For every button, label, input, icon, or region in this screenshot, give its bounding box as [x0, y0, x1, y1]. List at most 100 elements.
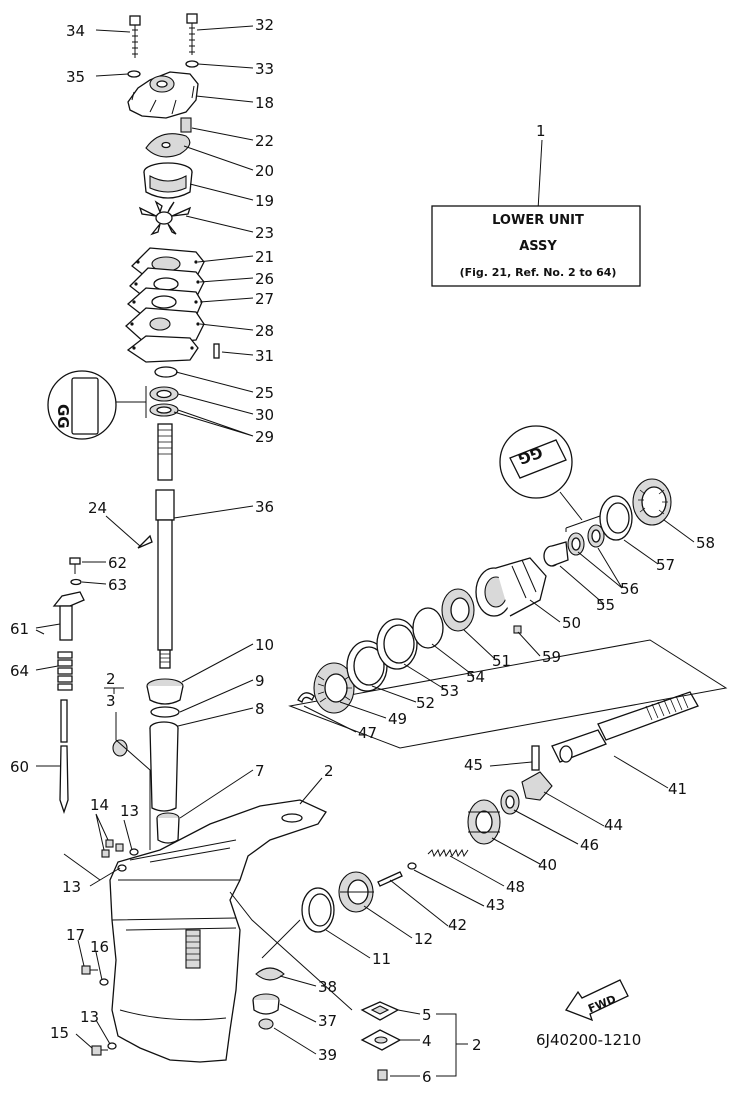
spring-48	[427, 848, 469, 858]
bushing-55	[543, 541, 569, 567]
washer-35	[127, 70, 141, 78]
key-59	[513, 625, 522, 634]
pin-45	[531, 745, 540, 771]
bearing-49	[313, 662, 355, 714]
bolt-32	[186, 13, 198, 55]
bearing-58	[632, 478, 672, 526]
part-label: 55	[596, 596, 615, 614]
part-label: 20	[255, 162, 274, 180]
part-label: 57	[656, 556, 675, 574]
cap-39	[258, 1018, 274, 1030]
washer-13-a	[129, 848, 139, 856]
part-label: 22	[255, 132, 274, 150]
shift-rod-bracket-61	[52, 591, 85, 641]
part-label: 59	[542, 648, 561, 666]
part-label: 54	[466, 668, 485, 686]
part-label: 62	[108, 554, 127, 572]
part-label: 64	[10, 662, 29, 680]
part-label: 34	[66, 22, 85, 40]
screw-17	[81, 965, 98, 975]
bearing-housing-10	[146, 678, 184, 705]
part-label: 60	[10, 758, 29, 776]
o-ring-25	[154, 366, 178, 378]
seals-29	[149, 403, 179, 417]
assembly-box: 1 LOWER UNIT ASSY (Fig. 21, Ref. No. 2 t…	[431, 122, 641, 287]
part-label: 32	[255, 16, 274, 34]
pin-22	[180, 117, 192, 133]
lower-case-2	[109, 799, 327, 1063]
drive-shaft-36	[155, 423, 175, 669]
part-label: 2	[324, 762, 334, 780]
washer-63	[70, 578, 82, 586]
inset-detail-right: GG	[499, 425, 583, 521]
sleeve-8	[149, 721, 179, 812]
part-label: 11	[372, 950, 391, 968]
forward-arrow: FWD	[565, 979, 629, 1022]
plate-5	[360, 1001, 400, 1021]
screw-15	[91, 1045, 108, 1056]
part-label: 5	[422, 1006, 432, 1024]
clip-38	[255, 967, 285, 981]
part-label: 13	[120, 802, 139, 820]
bushing-7	[156, 812, 180, 844]
inset-detail-left: GG	[47, 370, 147, 440]
assembly-callout: 1	[536, 122, 546, 140]
washer-46	[500, 789, 520, 815]
part-label: 48	[506, 878, 525, 896]
assembly-title-line1: LOWER UNIT	[492, 213, 584, 228]
part-label: 9	[255, 672, 265, 690]
part-label: 58	[696, 534, 715, 552]
part-label: 37	[318, 1012, 337, 1030]
part-label: 14	[90, 796, 109, 814]
part-label: 61	[10, 620, 29, 638]
part-label: 4	[422, 1032, 432, 1050]
part-label: 36	[255, 498, 274, 516]
part-label: 52	[416, 694, 435, 712]
gasket-16	[99, 978, 109, 986]
impeller-23	[138, 200, 192, 236]
gear-40	[467, 799, 501, 845]
drawing-code: 6J40200-1210	[536, 1031, 641, 1049]
bracket-56	[565, 515, 601, 532]
part-label: 30	[255, 406, 274, 424]
cross-pin-43	[407, 862, 417, 870]
circlip-47	[297, 692, 315, 703]
part-label: 47	[358, 724, 377, 742]
ring-57	[599, 495, 633, 541]
part-label: 40	[538, 856, 557, 874]
part-label: 25	[255, 384, 274, 402]
nut-37	[252, 993, 280, 1015]
sub-bracket-label: 2	[106, 670, 116, 688]
part-label: 42	[448, 916, 467, 934]
screw-6	[377, 1069, 388, 1081]
part-labels: 34 32 35 33 18 22 20 19 23 21 26 27 28 3…	[10, 16, 715, 1086]
pump-housing-18	[127, 71, 199, 119]
part-label: 29	[255, 428, 274, 446]
part-label: 6	[422, 1068, 432, 1086]
part-label: 31	[255, 347, 274, 365]
inset-mark-left: GG	[54, 404, 72, 429]
leader-lines	[35, 25, 695, 1077]
part-label: 24	[88, 499, 107, 517]
cap-50	[475, 557, 547, 617]
washer-13-b	[117, 864, 127, 872]
plug-3	[112, 739, 128, 757]
part-label: 18	[255, 94, 274, 112]
part-label: 44	[604, 816, 623, 834]
part-label: 49	[388, 710, 407, 728]
part-label: 28	[255, 322, 274, 340]
plate-4	[360, 1029, 402, 1051]
pin-42	[377, 871, 403, 887]
part-label: 12	[414, 930, 433, 948]
plate-20	[145, 133, 191, 158]
part-label: 8	[255, 700, 265, 718]
part-label: 16	[90, 938, 109, 956]
part-label: 50	[562, 614, 581, 632]
part-label: 63	[108, 576, 127, 594]
sub-bracket-3	[104, 687, 124, 694]
part-label: 21	[255, 248, 274, 266]
bolt-34	[129, 15, 141, 58]
screws-14	[101, 839, 124, 858]
spring-64	[57, 651, 73, 691]
